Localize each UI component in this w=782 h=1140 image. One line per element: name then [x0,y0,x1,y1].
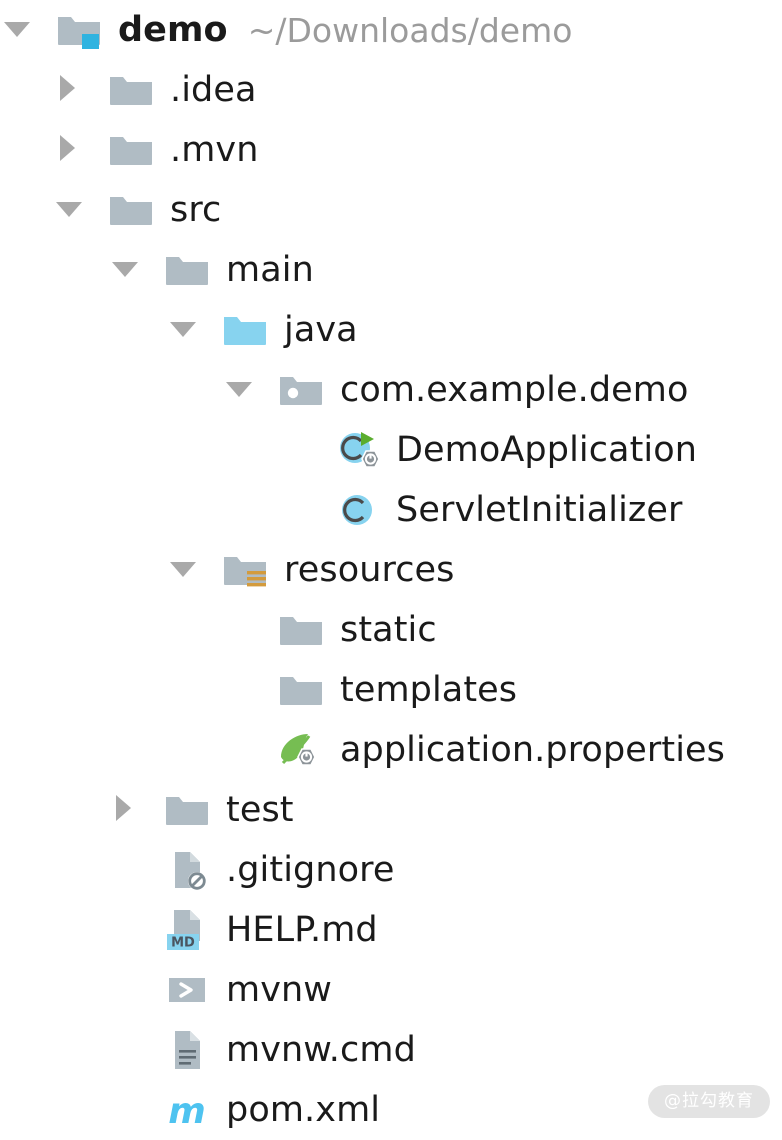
tree-row[interactable]: .gitignore [108,840,394,900]
folder-module-icon [56,7,102,53]
tree-row-label: .gitignore [226,849,395,890]
tree-row[interactable]: src [52,180,221,240]
twisty-spacer [278,493,312,527]
chevron-down-icon[interactable] [166,313,200,347]
folder-sources-root-icon [222,307,268,353]
tree-row-label: static [340,609,437,650]
tree-row[interactable]: static [222,600,437,660]
tree-row[interactable]: .mvn [52,120,259,180]
twisty-spacer [108,913,142,947]
chevron-down-icon[interactable] [222,373,256,407]
twisty-spacer [222,673,256,707]
twisty-spacer [108,1033,142,1067]
tree-row-path-hint: ~/Downloads/demo [247,10,573,50]
tree-row-label: java [284,309,358,350]
tree-row[interactable]: resources [166,540,455,600]
folder-icon [278,667,324,713]
chevron-right-icon[interactable] [108,793,142,827]
folder-resources-root-icon [222,547,268,593]
folder-icon [164,787,210,833]
tree-row-label: demo [118,9,228,50]
tree-row[interactable]: test [108,780,294,840]
folder-icon [108,187,154,233]
tree-row[interactable]: com.example.demo [222,360,689,420]
tree-row-label: pom.xml [226,1089,381,1130]
tree-row-label: mvnw [226,969,333,1010]
folder-icon [108,127,154,173]
tree-row[interactable]: java [166,300,358,360]
chevron-down-icon[interactable] [0,13,34,47]
file-ignored-icon [164,847,210,893]
twisty-spacer [222,733,256,767]
chevron-down-icon[interactable] [52,193,86,227]
tree-row[interactable]: mvnw [108,960,332,1020]
tree-row-label: DemoApplication [396,429,698,470]
tree-row-label: com.example.demo [340,369,689,410]
chevron-down-icon[interactable] [166,553,200,587]
chevron-right-icon[interactable] [52,133,86,167]
markdown-file-icon: MD [164,907,210,953]
tree-row-label: templates [340,669,518,710]
chevron-down-icon[interactable] [108,253,142,287]
shell-script-icon [164,967,210,1013]
tree-row[interactable]: application.properties [222,720,725,780]
twisty-spacer [108,853,142,887]
tree-row[interactable]: ServletInitializer [278,480,683,540]
tree-row-label: test [226,789,294,830]
tree-row[interactable]: demo ~/Downloads/demo [0,0,572,60]
tree-row[interactable]: mvnw.cmd [108,1020,416,1080]
maven-file-icon: m [164,1087,210,1133]
tree-row[interactable]: DemoApplication [278,420,697,480]
tree-row-label: .mvn [170,129,259,170]
svg-text:m: m [168,1091,206,1132]
tree-row-label: application.properties [340,729,725,770]
tree-row[interactable]: m pom.xml [108,1080,380,1140]
twisty-spacer [222,613,256,647]
tree-row[interactable]: MD HELP.md [108,900,378,960]
spring-properties-icon [278,727,324,773]
tree-row[interactable]: .idea [52,60,257,120]
twisty-spacer [108,973,142,1007]
package-icon [278,367,324,413]
folder-icon [108,67,154,113]
tree-row[interactable]: main [108,240,314,300]
java-class-runnable-spring-icon [334,427,380,473]
twisty-spacer [278,433,312,467]
tree-row-label: ServletInitializer [396,489,683,530]
java-class-icon [334,487,380,533]
watermark: @拉勾教育 [648,1085,770,1118]
tree-row-label: HELP.md [226,909,378,950]
folder-icon [164,247,210,293]
folder-icon [278,607,324,653]
tree-row-label: main [226,249,314,290]
text-file-icon [164,1027,210,1073]
tree-row-label: src [170,189,222,230]
tree-row-label: .idea [170,69,257,110]
svg-text:MD: MD [171,936,195,951]
tree-row-label: mvnw.cmd [226,1029,416,1070]
twisty-spacer [108,1093,142,1127]
tree-row[interactable]: templates [222,660,517,720]
chevron-right-icon[interactable] [52,73,86,107]
tree-row-label: resources [284,549,455,590]
